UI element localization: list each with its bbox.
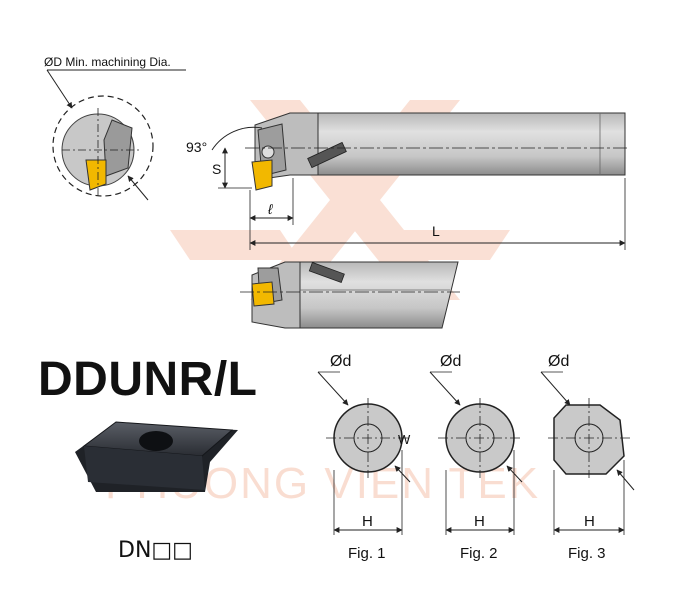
l-small-label: ℓ bbox=[267, 201, 273, 217]
boring-bar-side-view bbox=[240, 261, 460, 329]
fig3-h-label: H bbox=[584, 513, 595, 530]
figure-2 bbox=[429, 371, 523, 535]
l-big-label: L bbox=[432, 223, 440, 239]
fig3-caption: Fig. 3 bbox=[568, 545, 606, 562]
fig2-h-label: H bbox=[474, 513, 485, 530]
s-label: S bbox=[212, 161, 221, 177]
product-title: DDUNR/L bbox=[38, 353, 258, 406]
boring-bar-top-view bbox=[245, 112, 630, 191]
fig2-d-label: Ød bbox=[440, 353, 461, 370]
angle-label: 93° bbox=[186, 139, 207, 155]
dimension-annotations: 93° S ℓ L bbox=[186, 126, 626, 250]
fig3-d-label: Ød bbox=[548, 353, 569, 370]
figure-1 bbox=[317, 371, 411, 535]
fig1-h-label: H bbox=[362, 513, 373, 530]
insert-image bbox=[75, 421, 238, 492]
min-dia-detail: ØD Min. machining Dia. bbox=[44, 55, 186, 201]
fig1-w-label: W bbox=[398, 432, 411, 447]
fig2-caption: Fig. 2 bbox=[460, 545, 498, 562]
insert-code-label: DN□□ bbox=[118, 538, 193, 563]
fig1-d-label: Ød bbox=[330, 353, 351, 370]
min-dia-label: ØD Min. machining Dia. bbox=[44, 55, 171, 69]
figure-3 bbox=[540, 371, 635, 535]
fig1-caption: Fig. 1 bbox=[348, 545, 386, 562]
